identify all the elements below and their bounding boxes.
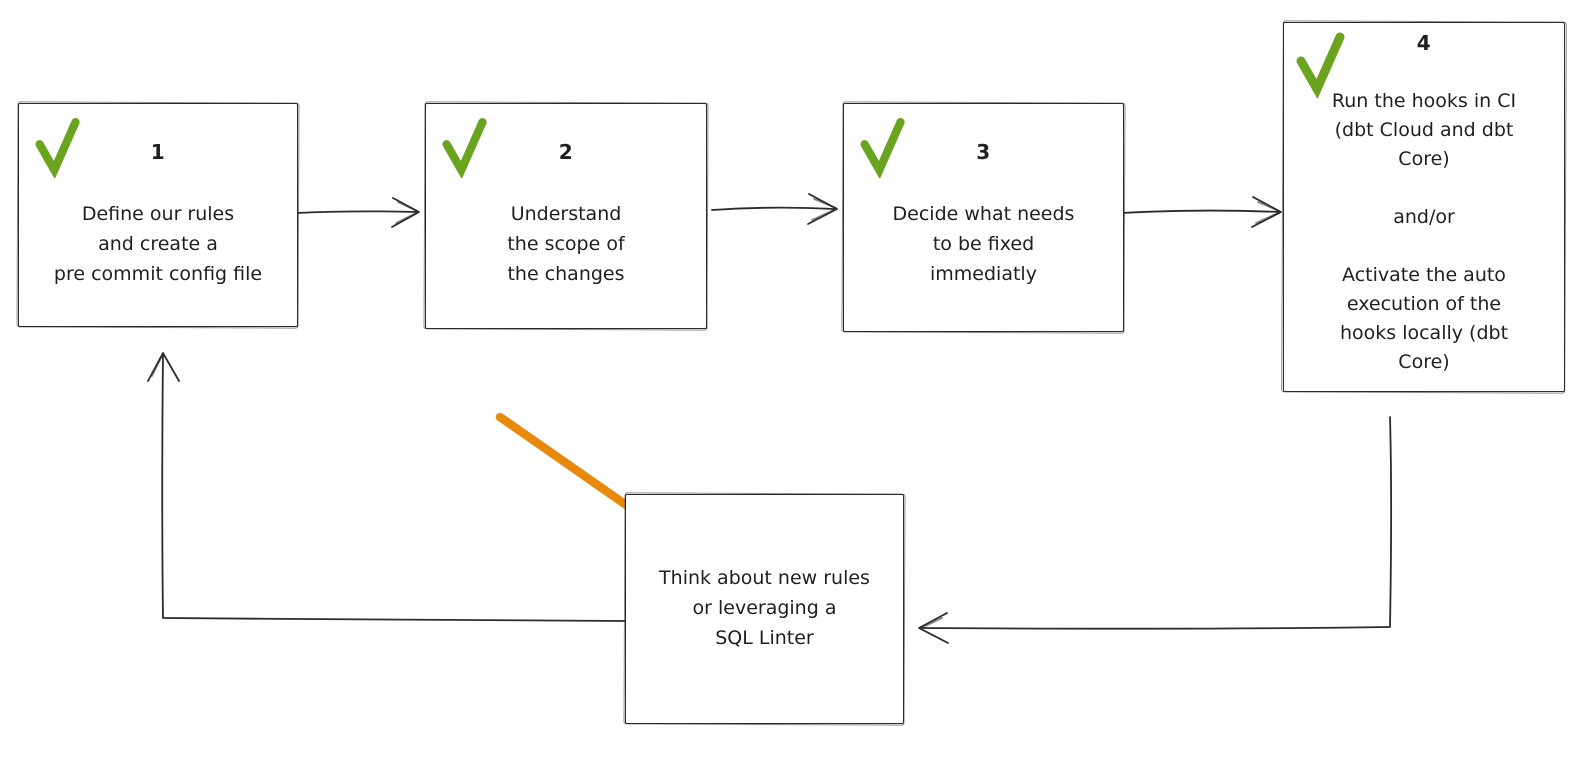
- arrow-loop-to-step1: [147, 352, 626, 622]
- arrow-step1-to-step2: [295, 197, 420, 228]
- arrow-step4-to-loop: [918, 416, 1393, 644]
- step-box-3: 3 Decide what needs to be fixed immediat…: [843, 103, 1124, 332]
- step-number: 3: [976, 140, 991, 164]
- step-box-1: 1 Define our rules and create a pre comm…: [18, 103, 298, 327]
- checkmark-icon: [442, 118, 487, 178]
- step-box-4: 4 Run the hooks in CI (dbt Cloud and dbt…: [1283, 22, 1565, 392]
- step-text: Understand the scope of the changes: [507, 203, 625, 285]
- loop-box: Think about new rules or leveraging a SQ…: [625, 494, 904, 724]
- checkmark-icon: [860, 118, 905, 178]
- step-box-2: 2 Understand the scope of the changes: [425, 103, 707, 329]
- arrow-step3-to-step4: [1121, 196, 1282, 228]
- step-number: 4: [1416, 31, 1432, 55]
- step-text: Run the hooks in CI (dbt Cloud and dbt C…: [1331, 90, 1517, 373]
- arrow-step2-to-step3: [711, 193, 838, 225]
- loop-text: Think about new rules or leveraging a SQ…: [659, 567, 870, 649]
- step-text: Define our rules and create a pre commit…: [53, 203, 263, 285]
- step-text: Decide what needs to be fixed immediatly: [892, 203, 1075, 285]
- step-number: 2: [558, 140, 574, 164]
- checkmark-icon: [35, 118, 80, 178]
- checkmark-icon: [1296, 32, 1345, 99]
- step-number: 1: [150, 140, 166, 164]
